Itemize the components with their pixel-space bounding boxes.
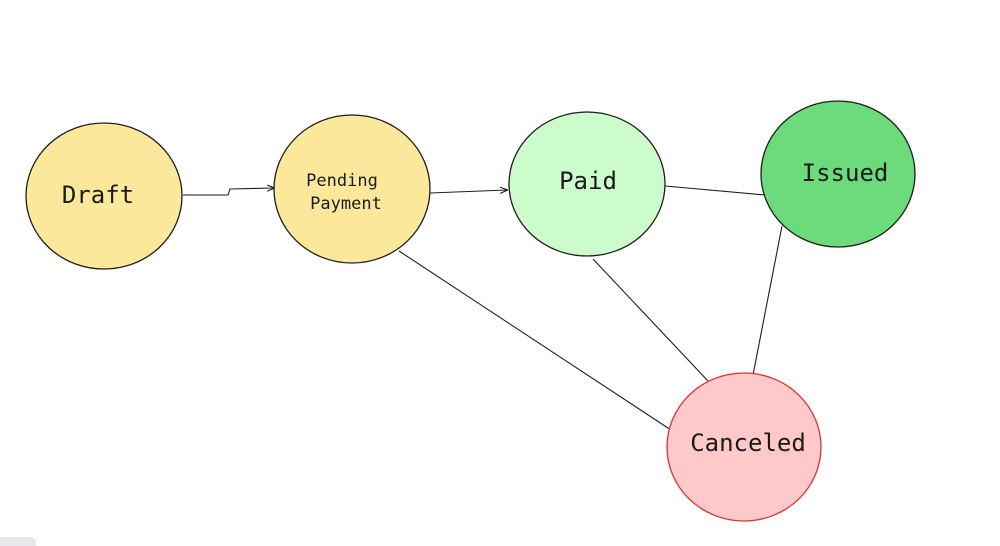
node-pending-payment-shape bbox=[273, 114, 431, 264]
edge-pending-payment-to-paid bbox=[429, 190, 507, 193]
node-issued[interactable]: Issued bbox=[760, 100, 916, 248]
node-pending-payment-label-line-1: Pending bbox=[306, 171, 378, 191]
node-canceled-label: Canceled bbox=[690, 429, 806, 457]
node-paid[interactable]: Paid bbox=[508, 111, 666, 257]
node-pending-payment-label-line-2: Payment bbox=[310, 194, 382, 214]
edge-paid-to-canceled bbox=[592, 258, 709, 382]
node-issued-label: Issued bbox=[802, 159, 889, 187]
node-draft-shape bbox=[25, 122, 183, 270]
canvas-corner-tab bbox=[0, 537, 36, 546]
edge-issued-to-canceled bbox=[752, 225, 783, 376]
node-paid-shape bbox=[508, 111, 666, 257]
node-draft[interactable]: Draft bbox=[25, 122, 183, 270]
edge-paid-to-issued bbox=[664, 185, 766, 196]
node-pending-payment[interactable]: Pending Payment bbox=[273, 114, 431, 264]
edges bbox=[183, 185, 783, 431]
node-draft-label: Draft bbox=[62, 181, 134, 209]
node-issued-shape bbox=[760, 100, 916, 248]
node-paid-label: Paid bbox=[559, 167, 617, 195]
node-canceled[interactable]: Canceled bbox=[666, 372, 822, 522]
edge-draft-to-pending-payment bbox=[183, 188, 274, 196]
edge-pending-payment-to-canceled bbox=[398, 250, 672, 431]
node-canceled-shape bbox=[666, 372, 822, 522]
